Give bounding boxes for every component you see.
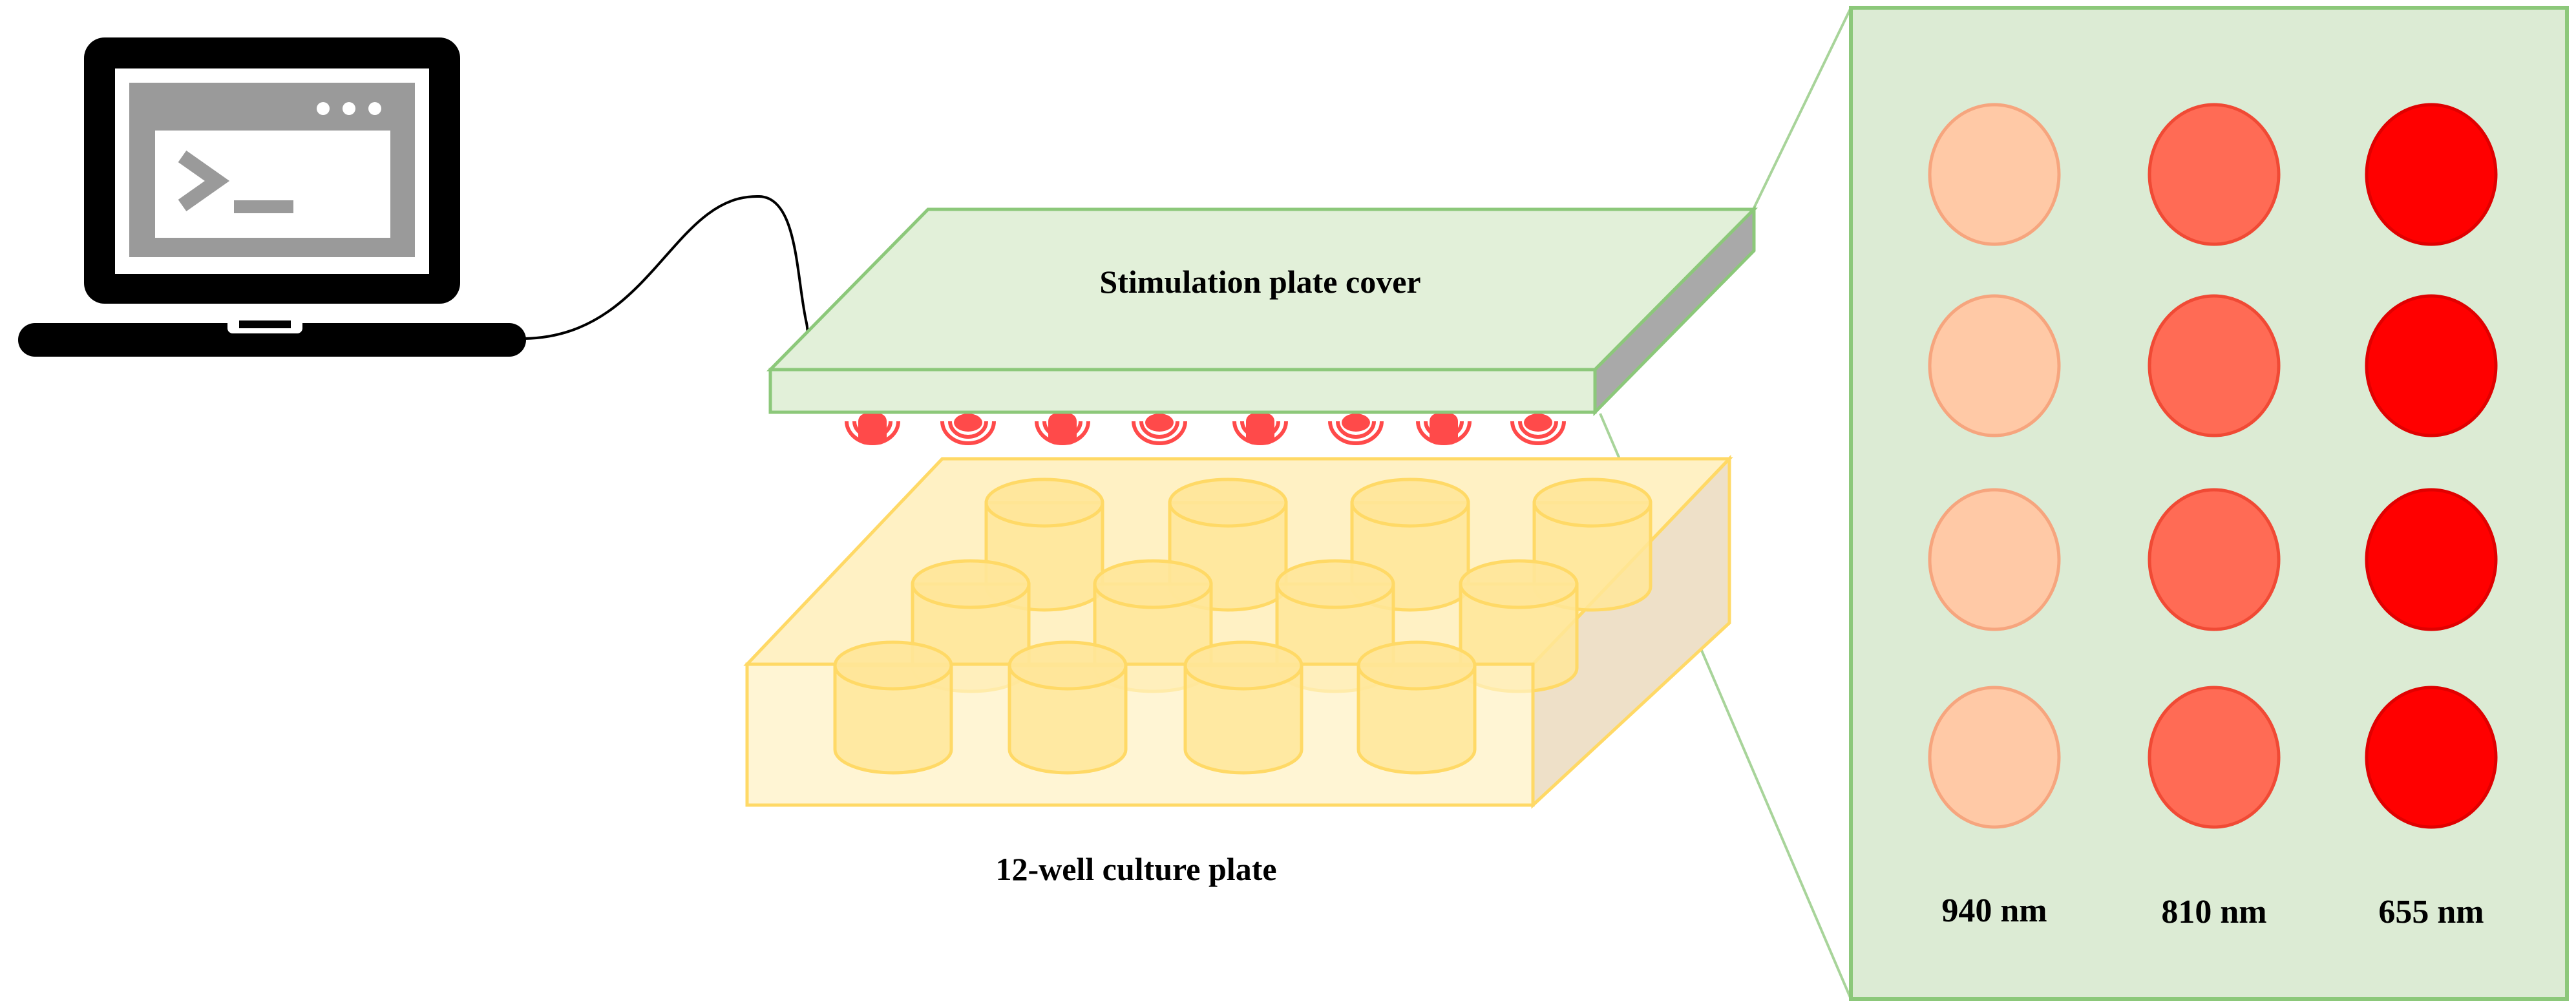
panel-led-1 — [1928, 103, 2061, 246]
panel-led-1 — [1928, 294, 2061, 437]
wavelength-label-3: 655 nm — [2378, 894, 2484, 930]
panel-led-2 — [2148, 103, 2281, 246]
cover-label: Stimulation plate cover — [1099, 264, 1420, 300]
led-emitter-icon — [1232, 414, 1288, 445]
well — [1183, 640, 1304, 775]
panel-led-2 — [2148, 294, 2281, 437]
well — [1008, 640, 1128, 775]
usb-cable — [524, 194, 809, 362]
wavelength-label-1: 940 nm — [1941, 892, 2047, 929]
panel-led-2 — [2148, 686, 2281, 829]
front-wells-group — [833, 640, 1477, 775]
culture-plate — [743, 454, 1733, 809]
panel-led-3 — [2365, 686, 2498, 829]
panel-led-1 — [1928, 488, 2061, 631]
led-emitter-icon — [1035, 414, 1090, 445]
panel-led-2 — [2148, 488, 2281, 631]
well — [833, 640, 953, 775]
laptop-terminal-icon — [18, 37, 526, 357]
zoom-line-top — [1751, 7, 1852, 211]
panel-led-1 — [1928, 686, 2061, 829]
panel-led-3 — [2365, 488, 2498, 631]
panel-led-grid — [1928, 103, 2498, 829]
stimulation-plate-cover — [766, 205, 1758, 417]
led-emitter-icon — [1416, 414, 1472, 445]
panel-led-3 — [2365, 294, 2498, 437]
led-array — [845, 414, 1566, 445]
wavelength-label-2: 810 nm — [2161, 894, 2266, 930]
led-emitter-icon — [845, 414, 900, 445]
plate-label: 12-well culture plate — [995, 851, 1276, 887]
well — [1357, 640, 1477, 775]
led-emitter-icon — [1132, 414, 1187, 445]
panel-led-3 — [2365, 103, 2498, 246]
led-emitter-icon — [1328, 414, 1384, 445]
led-panel-zoom: 940 nm 810 nm 655 nm — [1849, 6, 2569, 1001]
led-emitter-icon — [1510, 414, 1566, 445]
led-emitter-icon — [940, 414, 996, 445]
